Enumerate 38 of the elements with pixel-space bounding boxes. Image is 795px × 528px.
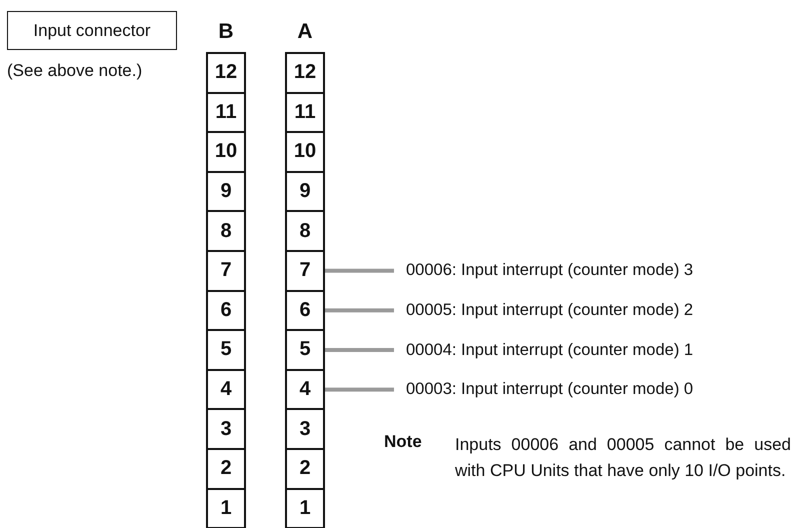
- terminal-cell: 4: [206, 368, 246, 410]
- terminal-cell: 6: [206, 290, 246, 332]
- terminal-cell: 8: [206, 210, 246, 252]
- terminal-cell: 11: [206, 92, 246, 134]
- pin-assignment-text: 00003: Input interrupt (counter mode) 0: [406, 380, 694, 400]
- terminal-cell: 1: [206, 488, 246, 528]
- terminal-cell: 12: [285, 52, 325, 94]
- leader-line: [325, 268, 394, 273]
- terminal-cell: 12: [206, 52, 246, 94]
- terminal-cell: 10: [285, 131, 325, 173]
- note-text: Inputs 00006 and 00005 cannot be used with CPU Units that have only 10 I/O points.: [455, 434, 791, 482]
- terminal-cell: 10: [206, 131, 246, 173]
- terminal-cell: 5: [206, 329, 246, 371]
- leader-line: [325, 308, 394, 312]
- terminal-cell: 5: [285, 329, 325, 371]
- terminal-cell: 1: [285, 488, 325, 528]
- terminal-cell: 11: [285, 92, 325, 134]
- terminal-cell: 7: [285, 250, 325, 292]
- pin-assignment-text: 00004: Input interrupt (counter mode) 1: [406, 340, 694, 360]
- terminal-cell: 8: [285, 210, 325, 252]
- note-reference: (See above note.): [7, 61, 144, 81]
- terminal-cell: 2: [285, 448, 325, 490]
- terminal-cell: 3: [206, 408, 246, 450]
- terminal-cell: 7: [206, 250, 246, 292]
- terminal-cell: 2: [206, 448, 246, 490]
- column-heading: A: [296, 20, 314, 44]
- leader-line: [325, 348, 394, 352]
- terminal-cell: 6: [285, 290, 325, 332]
- column-heading: B: [217, 20, 235, 44]
- pin-assignment-text: 00005: Input interrupt (counter mode) 2: [406, 300, 694, 320]
- pin-assignment-text: 00006: Input interrupt (counter mode) 3: [406, 261, 694, 280]
- terminal-cell: 9: [285, 170, 325, 212]
- connector-title-box: Input connector: [7, 11, 177, 50]
- terminal-cell: 9: [206, 170, 246, 212]
- leader-line: [325, 388, 394, 392]
- terminal-cell: 4: [285, 368, 325, 410]
- note-heading: Note: [384, 432, 423, 452]
- terminal-cell: 3: [285, 408, 325, 450]
